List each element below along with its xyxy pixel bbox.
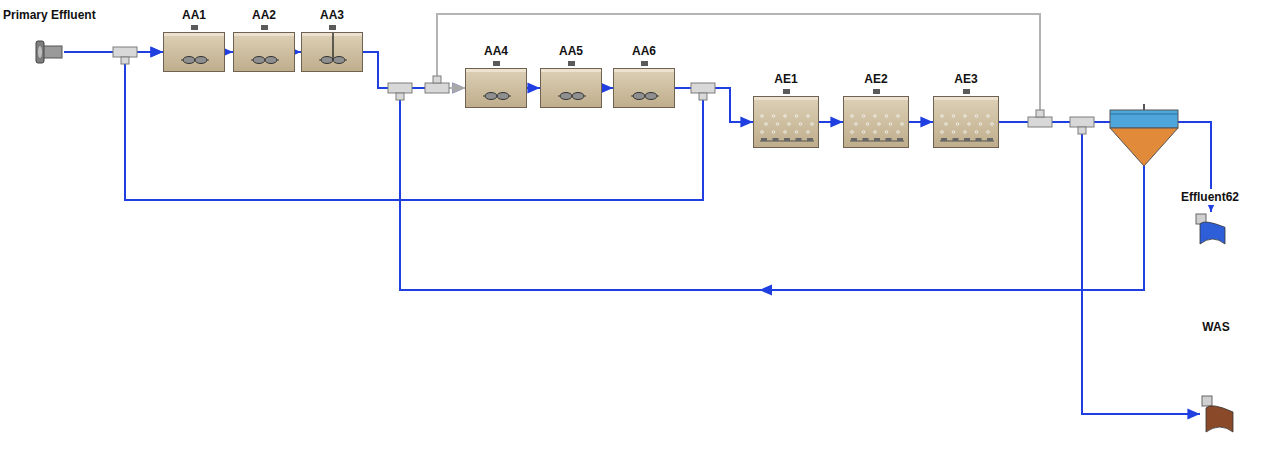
aerated-tank xyxy=(933,96,999,148)
flow-line xyxy=(819,121,843,123)
mixed-tank xyxy=(301,32,363,72)
ras-line xyxy=(400,96,1144,290)
tank-symbol xyxy=(466,69,528,109)
effluent-sink: WAS xyxy=(1196,318,1236,434)
label-row: AA2 xyxy=(233,6,295,22)
anoxic-tank: AA1 xyxy=(163,6,225,72)
unit-indicator xyxy=(329,25,336,30)
unit-label: Primary Effluent xyxy=(2,7,97,23)
anoxic-tank: AA4 xyxy=(465,42,527,108)
mixed-tank xyxy=(613,68,675,108)
label-row: Primary Effluent xyxy=(2,6,122,22)
unit-label: AA1 xyxy=(181,7,207,23)
tank-symbol xyxy=(934,97,1000,149)
mixed-tank xyxy=(465,68,527,108)
unit-label: AA6 xyxy=(631,43,657,59)
tank-symbol xyxy=(754,97,820,149)
tank-symbol xyxy=(234,33,296,73)
anoxic-tank: AA6 xyxy=(613,42,675,108)
source-icon xyxy=(34,38,64,66)
unit-indicator xyxy=(641,61,648,66)
mixer-symbol xyxy=(388,83,412,100)
aerated-tank xyxy=(843,96,909,148)
label-row: AA6 xyxy=(613,42,675,58)
flow-line xyxy=(909,121,933,123)
tank-symbol xyxy=(844,97,910,149)
sink-icon xyxy=(1194,212,1228,246)
flow-line xyxy=(363,52,465,88)
unit-label: AA4 xyxy=(483,43,509,59)
mixed-tank xyxy=(233,32,295,72)
unit-label: WAS xyxy=(1201,319,1230,335)
label-row: AE3 xyxy=(933,70,999,86)
label-row: AE1 xyxy=(753,70,819,86)
unit-indicator xyxy=(191,25,198,30)
label-row: WAS xyxy=(1196,318,1236,334)
label-row: AA4 xyxy=(465,42,527,58)
influent-source: Primary Effluent xyxy=(2,6,122,66)
unit-label: AA3 xyxy=(319,7,345,23)
label-row: AA5 xyxy=(540,42,602,58)
flow-line xyxy=(125,52,703,200)
tank-symbol xyxy=(614,69,676,109)
unit-label: AA5 xyxy=(558,43,584,59)
label-row: Effluent62 xyxy=(1172,188,1248,204)
sink-icon xyxy=(1200,394,1236,434)
label-row: AA3 xyxy=(301,6,363,22)
splitter-symbol xyxy=(1070,117,1094,134)
aerobic-tank: AE2 xyxy=(843,70,909,148)
anoxic-tank: AA5 xyxy=(540,42,602,108)
effluent-sink: Effluent62 xyxy=(1172,188,1248,246)
mixer-symbol xyxy=(425,76,449,93)
unit-label: AE1 xyxy=(773,71,798,87)
unit-label: AE3 xyxy=(953,71,978,87)
aerobic-tank: AE1 xyxy=(753,70,819,148)
unit-indicator xyxy=(493,61,500,66)
unit-indicator xyxy=(568,61,575,66)
flow-guide xyxy=(400,190,401,200)
unit-indicator xyxy=(261,25,268,30)
flow-line xyxy=(999,122,1200,414)
unit-label: AE2 xyxy=(863,71,888,87)
mixed-tank xyxy=(163,32,225,72)
aerated-tank xyxy=(753,96,819,148)
unit-indicator xyxy=(963,89,970,94)
flow-line xyxy=(225,51,233,53)
mixed-tank xyxy=(540,68,602,108)
tank-symbol xyxy=(541,69,603,109)
flow-line xyxy=(527,87,540,89)
aerobic-tank: AE3 xyxy=(933,70,999,148)
unit-label: Effluent62 xyxy=(1180,189,1240,205)
mixer-symbol xyxy=(113,47,137,64)
clarifier xyxy=(1110,104,1178,166)
tank-symbol xyxy=(164,33,226,73)
label-row: AE2 xyxy=(843,70,909,86)
unit-indicator xyxy=(783,89,790,94)
splitter-symbol xyxy=(691,83,715,100)
label-row: AA1 xyxy=(163,6,225,22)
unit-indicator xyxy=(873,89,880,94)
flow-line xyxy=(602,87,613,89)
tank-symbol xyxy=(302,33,364,73)
splitter-symbol xyxy=(1028,110,1052,127)
flow-arrow xyxy=(765,289,775,291)
anoxic-tank: AA2 xyxy=(233,6,295,72)
anoxic-tank: AA3 xyxy=(301,6,363,72)
unit-label: AA2 xyxy=(251,7,277,23)
